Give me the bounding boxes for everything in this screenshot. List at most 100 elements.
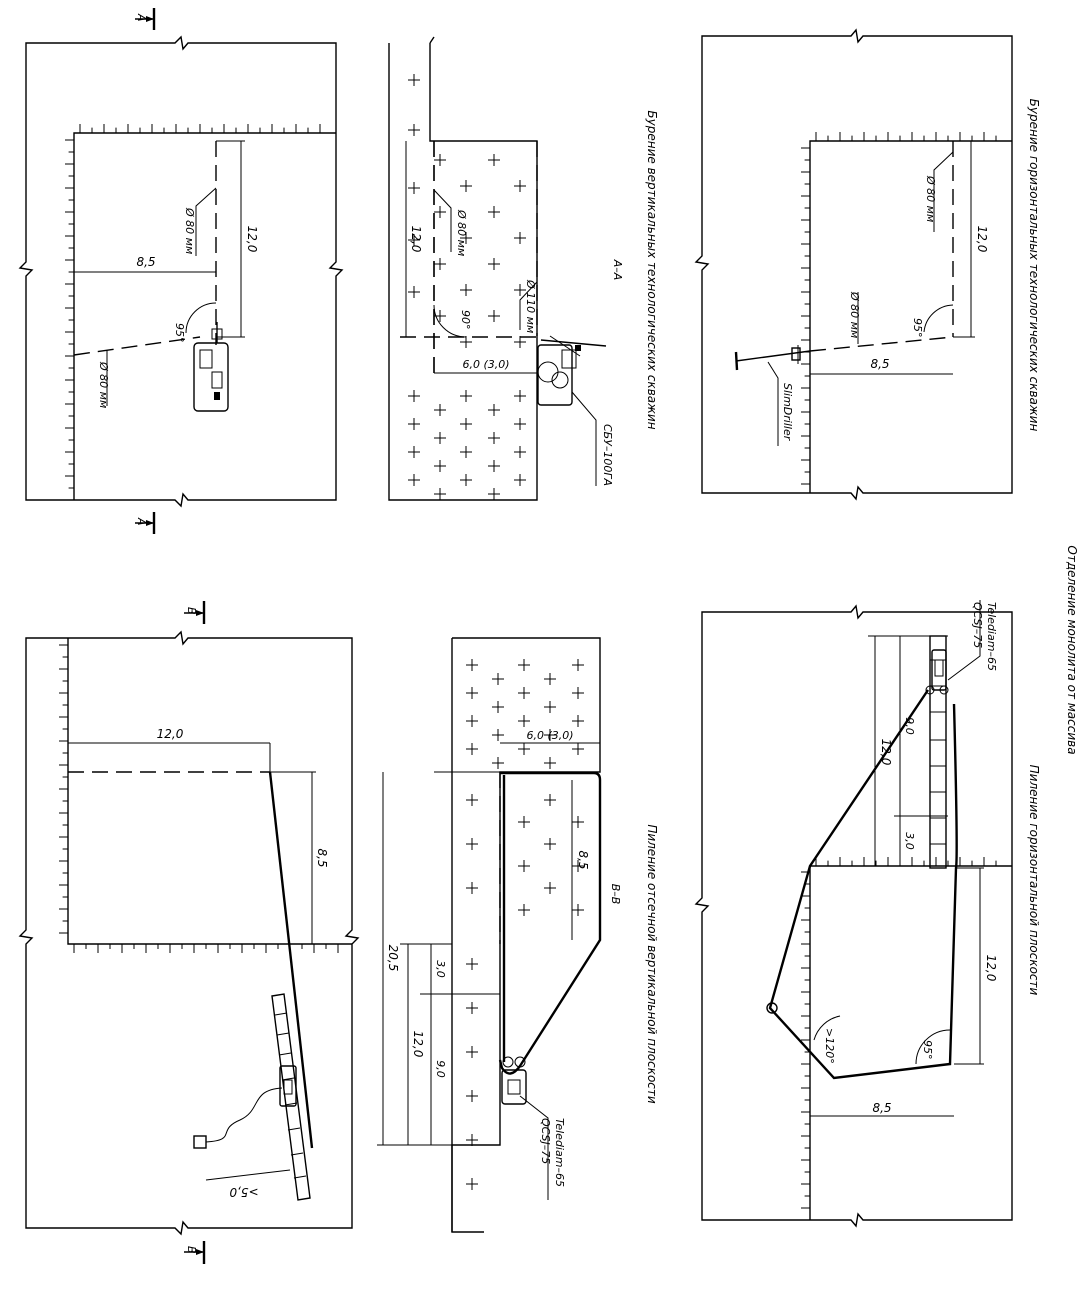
diameter-80-label: Ø 80 мм: [848, 291, 861, 338]
slimdriller-rig: [734, 345, 811, 371]
hatch-cross: [544, 729, 556, 741]
hatch-cross: [518, 715, 530, 727]
dimension-line: [205, 1169, 291, 1181]
saw-cut-vertical: [268, 771, 314, 1149]
diameter-80-label: Ø 80 мм: [455, 209, 468, 256]
leader-line: [571, 391, 597, 486]
dimension-12: 12,0: [411, 1031, 425, 1058]
dimension-8-5: 8,5: [315, 848, 329, 867]
bench-outline: [67, 638, 352, 945]
dimension-12: 12,0: [879, 739, 893, 766]
hatch-cross: [408, 182, 420, 194]
section-letter-b: В: [185, 607, 198, 615]
angle-95-label: 95°: [911, 318, 924, 338]
panel-plan-vertical-sawing: 8,5 12,0 >5,0 В В: [18, 601, 360, 1264]
dimension-5: >5,0: [229, 1185, 259, 1199]
telediam-label: Telediam–65: [553, 1118, 566, 1187]
angle-arc: [915, 1029, 951, 1065]
sbu-label: СБУ–100ГА: [601, 424, 614, 486]
hatch-cross: [544, 673, 556, 685]
hatch-cross: [408, 418, 420, 430]
telediam-label: Telediam–65: [985, 602, 998, 671]
panel-horizontal-sawing: 12,0 9,0 3,0 12,0 8,5 >120° 95° Telediam…: [694, 600, 1041, 1228]
hatch-cross: [434, 460, 446, 472]
hatch-cross: [408, 234, 420, 246]
section-letter-a: А: [135, 517, 148, 526]
hatch-cross: [466, 659, 478, 671]
section-mark-a-bottom: А: [135, 512, 156, 534]
hatch-cross: [466, 743, 478, 755]
caption-vertical-drilling: Бурение вертикальных технологических скв…: [645, 110, 659, 429]
wire-saw-rail: [271, 993, 311, 1201]
hatch-cross: [408, 446, 420, 458]
hatch-cross: [544, 794, 556, 806]
hatch-cross: [434, 206, 446, 218]
dimension-6-3: 6,0 (3,0): [462, 358, 509, 371]
dimension-12: 12,0: [245, 226, 259, 253]
panel-plan-vertical-drilling: 12,0 8,5 Ø 80 мм 95° Ø 80 мм А А: [18, 8, 344, 534]
bench-outline: [809, 140, 1012, 493]
leader-line: [947, 600, 981, 681]
angle-95-label: 95°: [173, 323, 186, 343]
drill-rig-plan: [193, 322, 229, 412]
dimension-20-5: 20,5: [386, 945, 400, 972]
rock-massif-outline: [18, 35, 344, 508]
hatch-cross: [514, 418, 526, 430]
leader-line: [519, 281, 538, 330]
diameter-110-label: Ø 110 мм: [524, 279, 537, 333]
hatch-cross: [460, 390, 472, 402]
dimension-8-5: 8,5: [136, 255, 155, 269]
panel-section-a-a: 12,0 6,0 (3,0) Ø 80 мм Ø 110 мм 90° СБУ–…: [388, 36, 659, 501]
hatch-cross: [572, 860, 584, 872]
hatch-cross: [492, 757, 504, 769]
hatch-cross: [466, 1178, 478, 1190]
caption-horizontal-drilling: Бурение горизонтальных технологических с…: [1027, 99, 1041, 432]
scale-ticks: [815, 857, 997, 866]
hatch-cross: [572, 743, 584, 755]
hatch-cross: [488, 432, 500, 444]
hatch-cross: [572, 687, 584, 699]
rock-hatch: [466, 659, 584, 1190]
panel-horizontal-drilling: 12,0 8,5 Ø 80 мм Ø 80 мм 95° SlimDriller…: [694, 28, 1041, 501]
hatch-cross: [518, 687, 530, 699]
hatch-cross: [514, 284, 526, 296]
dimension-3: 3,0: [434, 960, 447, 978]
hatch-cross: [572, 715, 584, 727]
cut-label-a-a: А–А: [611, 259, 624, 281]
hatch-cross: [408, 390, 420, 402]
control-box: [193, 1135, 207, 1149]
dimension-6-3: 6,0 (3,0): [526, 729, 573, 742]
section-mark-a-top: А: [135, 8, 156, 30]
rock-section-outline: [451, 637, 601, 1232]
section-letter-b: В: [185, 1246, 198, 1254]
hatch-cross: [434, 488, 446, 500]
wire-saw-rail: [925, 635, 949, 869]
diameter-80-label: Ø 80 мм: [183, 207, 196, 254]
hatch-cross: [488, 154, 500, 166]
diameter-80-label: Ø 80 мм: [924, 175, 937, 222]
hatch-cross: [466, 958, 478, 970]
section-mark-b-bottom: В: [184, 1241, 206, 1264]
hatch-cross: [488, 310, 500, 322]
bench-outline: [73, 132, 336, 500]
hatch-cross: [544, 882, 556, 894]
panel-section-b-b: 20,5 12,0 3,0 9,0 6,0 (3,0) 8,5 Telediam…: [377, 637, 659, 1233]
qcsj-label: QCSJ–75: [539, 1118, 552, 1164]
hatch-cross: [466, 715, 478, 727]
hatch-cross: [492, 673, 504, 685]
leader-line: [519, 1095, 549, 1200]
hatch-cross: [514, 180, 526, 192]
angle-arc: [433, 304, 467, 338]
dimension-12: 12,0: [157, 727, 184, 741]
dimension-12: 12,0: [975, 226, 989, 253]
power-cable: [205, 1087, 283, 1143]
hatch-cross: [572, 816, 584, 828]
section-mark-b-top: В: [184, 601, 206, 624]
hatch-cross: [466, 882, 478, 894]
inclined-borehole: [73, 336, 201, 356]
dimension-9: 9,0: [903, 717, 916, 735]
slimdriller-label: SlimDriller: [781, 383, 794, 442]
hatch-cross: [466, 1002, 478, 1014]
hatch-cross: [466, 687, 478, 699]
